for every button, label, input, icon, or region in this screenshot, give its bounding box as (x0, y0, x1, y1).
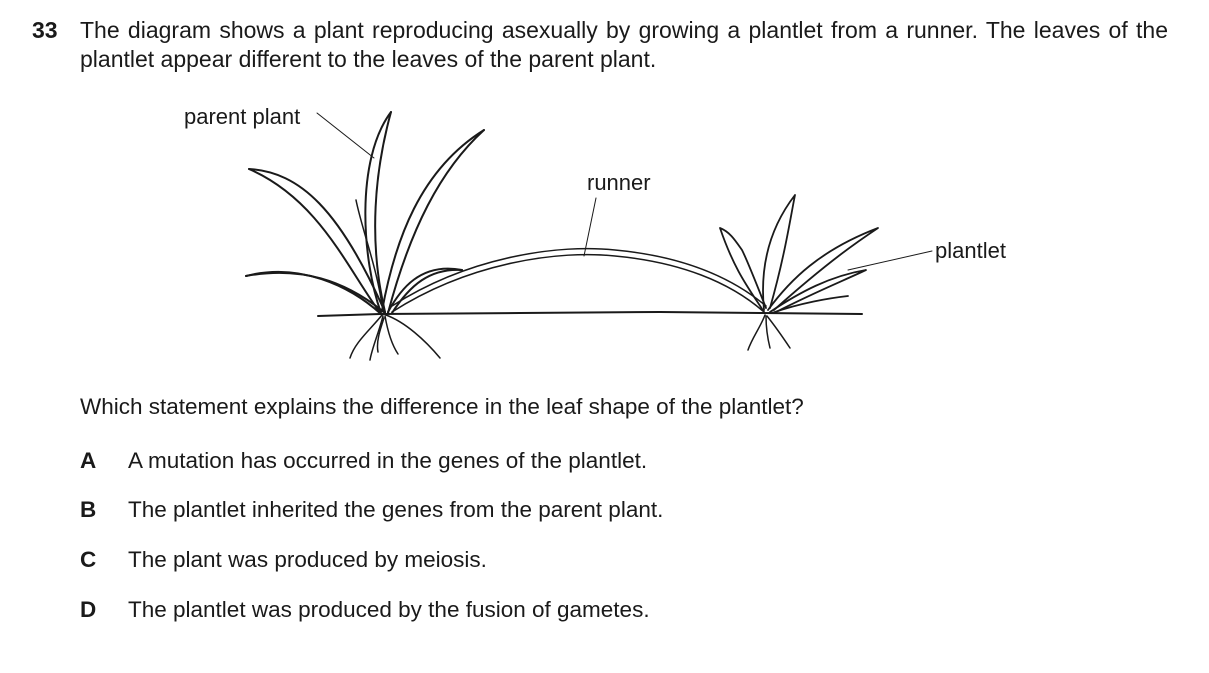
option-text: The plant was produced by meiosis. (128, 547, 487, 572)
option-c[interactable]: C The plant was produced by meiosis. (80, 546, 487, 574)
question-prompt: Which statement explains the difference … (80, 394, 804, 419)
option-b[interactable]: B The plantlet inherited the genes from t… (80, 496, 663, 524)
option-letter: B (80, 497, 97, 522)
parent-plant-leaves (245, 111, 485, 315)
ground-line (317, 311, 863, 317)
leader-parent-plant (316, 112, 375, 159)
parent-plant-roots (349, 314, 441, 361)
option-text: The plantlet inherited the genes from th… (128, 497, 664, 522)
label-plantlet: plantlet (935, 238, 1006, 263)
runner-line (391, 247, 767, 313)
label-runner: runner (587, 170, 651, 195)
option-letter: A (80, 448, 97, 473)
option-letter: D (80, 597, 97, 622)
option-d[interactable]: D The plantlet was produced by the fusion… (80, 596, 650, 624)
plantlet-leaves (719, 194, 879, 314)
option-text: A mutation has occurred in the genes of … (128, 448, 648, 473)
option-letter: C (80, 547, 97, 572)
option-text: The plantlet was produced by the fusion … (128, 597, 650, 622)
leader-plantlet (847, 250, 933, 271)
question-stem: The diagram shows a plant reproducing as… (80, 17, 1168, 72)
option-a[interactable]: A A mutation has occurred in the genes of… (80, 447, 647, 475)
question-number: 33 (32, 17, 58, 43)
label-parent-plant: parent plant (184, 104, 300, 129)
plantlet-roots (747, 314, 791, 351)
leader-runner (583, 197, 597, 257)
